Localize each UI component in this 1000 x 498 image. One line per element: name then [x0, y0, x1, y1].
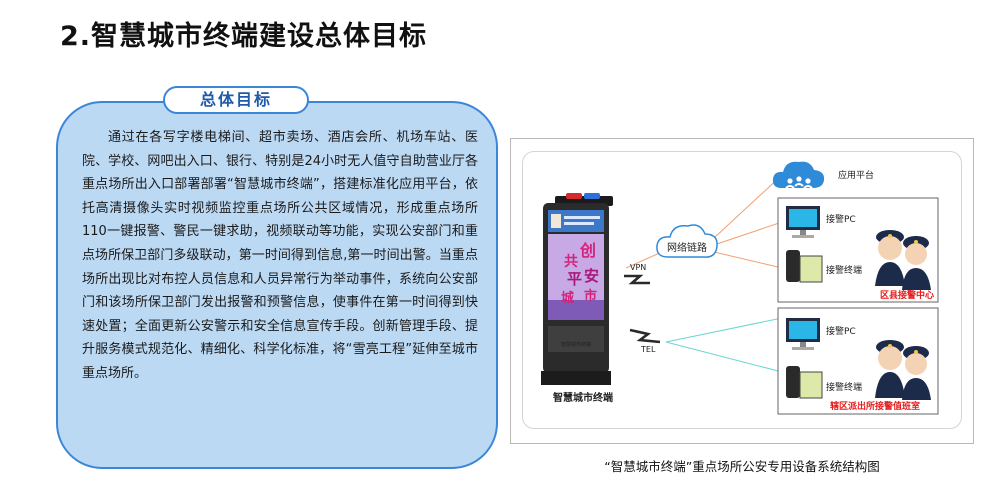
orange-links	[625, 174, 783, 269]
bottom-terminal-label: 接警终端	[826, 381, 862, 393]
bottom-box-banner: 辖区派出所接警值班室	[830, 400, 920, 412]
screen-char: 城	[561, 290, 574, 306]
terminal-label: 智慧城市终端	[553, 391, 613, 404]
bottom-police-icon	[875, 340, 931, 400]
page-title: 2.智慧城市终端建设总体目标	[60, 21, 428, 52]
goal-card	[56, 101, 498, 469]
vpn-link-bolt	[624, 274, 650, 285]
tel-link-bolt	[629, 328, 661, 344]
screen-char: 创	[579, 241, 596, 260]
network-label: 网络链路	[667, 241, 707, 254]
screen-char: 安	[584, 267, 599, 285]
top-terminal-label: 接警终端	[826, 264, 862, 276]
kiosk-terminal: 智慧城市终端	[541, 193, 613, 385]
tel-label: TEL	[640, 345, 656, 354]
top-box-banner: 区县接警中心	[880, 289, 934, 301]
screen-char: 平	[567, 270, 582, 288]
diagram-caption: “智慧城市终端”重点场所公安专用设备系统结构图	[604, 459, 880, 474]
screen-char: 共	[564, 253, 578, 270]
top-phone-terminal-icon	[786, 250, 823, 283]
screen-banner: 共 创 平 安 城 市	[561, 241, 599, 306]
top-pc-monitor-icon	[786, 206, 820, 238]
app-platform-label: 应用平台	[838, 169, 874, 181]
cyan-links	[665, 317, 783, 373]
bottom-pc-label: 接警PC	[826, 325, 856, 337]
screen-char: 市	[584, 288, 597, 304]
vpn-label: VPN	[630, 263, 646, 272]
network-cloud-icon	[656, 224, 718, 258]
goal-body-text: 通过在各写字楼电梯间、超市卖场、酒店会所、机场车站、医院、学校、网吧出入口、银行…	[82, 130, 478, 381]
app-platform-cloud-icon	[772, 161, 825, 189]
top-police-icon	[875, 230, 931, 290]
svg-text:智慧城市终端: 智慧城市终端	[561, 341, 591, 348]
goal-tab: 总体目标	[163, 86, 309, 114]
top-pc-label: 接警PC	[826, 213, 856, 225]
diagram-inner-border	[522, 151, 962, 429]
bottom-pc-monitor-icon	[786, 318, 820, 350]
bottom-phone-terminal-icon	[786, 366, 823, 399]
